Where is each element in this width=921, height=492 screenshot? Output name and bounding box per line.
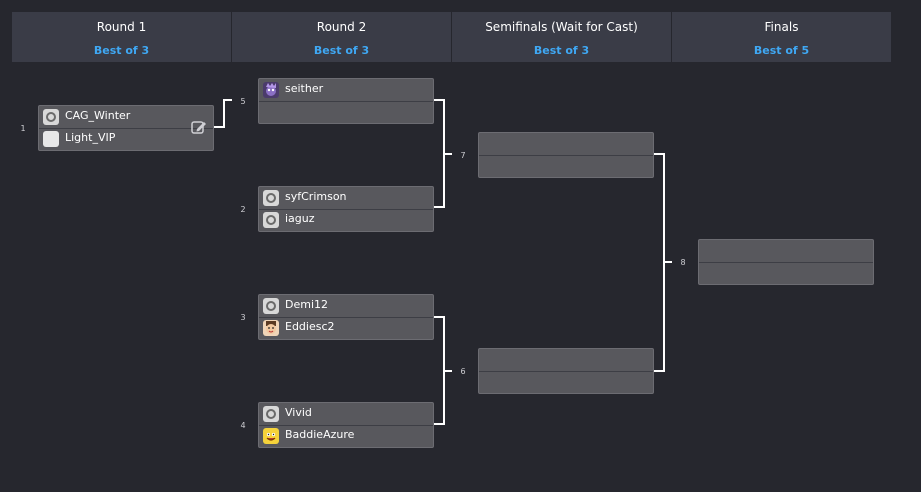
match-2[interactable]: syfCrimson iaguz	[258, 186, 434, 232]
match-slot-bottom[interactable]: Eddiesc2	[259, 317, 433, 339]
match-slot-top[interactable]	[699, 240, 873, 263]
match-slot-top[interactable]: syfCrimson	[259, 187, 433, 210]
default-avatar-icon	[43, 109, 59, 125]
player-avatar-icon	[263, 428, 279, 444]
round-best-of: Best of 3	[313, 44, 370, 57]
edit-icon[interactable]	[191, 119, 207, 135]
match-1[interactable]: CAG_Winter Light_VIP	[38, 105, 214, 151]
match-slot-top[interactable]	[479, 349, 653, 372]
player-name: syfCrimson	[285, 190, 347, 203]
match-slot-bottom[interactable]: BaddieAzure	[259, 425, 433, 447]
match-slot-bottom[interactable]	[259, 101, 433, 123]
match-number: 4	[240, 421, 246, 430]
match-4[interactable]: Vivid BaddieAzure	[258, 402, 434, 448]
match-number: 1	[20, 124, 26, 133]
match-slot-bottom[interactable]	[479, 371, 653, 393]
player-name: CAG_Winter	[65, 109, 131, 122]
round-header-3: Semifinals (Wait for Cast) Best of 3	[452, 12, 671, 62]
player-name: Eddiesc2	[285, 320, 335, 333]
player-avatar-icon	[263, 82, 279, 98]
match-number: 5	[240, 97, 246, 106]
connector-m7-m6	[654, 153, 665, 372]
match-slot-top[interactable]: Demi12	[259, 295, 433, 318]
connector-m1-m5	[214, 99, 232, 128]
match-5[interactable]: seither	[258, 78, 434, 124]
match-slot-bottom[interactable]: Light_VIP	[39, 128, 213, 150]
round-title: Round 2	[316, 20, 367, 34]
player-name: Vivid	[285, 406, 312, 419]
round-best-of: Best of 5	[753, 44, 810, 57]
round-header-2: Round 2 Best of 3	[232, 12, 451, 62]
match-slot-top[interactable]	[479, 133, 653, 156]
match-number: 3	[240, 313, 246, 322]
round-header-4: Finals Best of 5	[672, 12, 891, 62]
match-number: 7	[460, 151, 466, 160]
default-avatar-icon	[263, 406, 279, 422]
match-8[interactable]	[698, 239, 874, 285]
player-name: Demi12	[285, 298, 329, 311]
round-title: Finals	[764, 20, 799, 34]
match-number: 8	[680, 258, 686, 267]
player-avatar-icon	[43, 131, 59, 147]
match-7[interactable]	[478, 132, 654, 178]
match-number: 6	[460, 367, 466, 376]
match-slot-top[interactable]: seither	[259, 79, 433, 102]
match-slot-bottom[interactable]	[699, 262, 873, 284]
round-header-1: Round 1 Best of 3	[12, 12, 231, 62]
default-avatar-icon	[263, 212, 279, 228]
default-avatar-icon	[263, 190, 279, 206]
match-6[interactable]	[478, 348, 654, 394]
round-best-of: Best of 3	[93, 44, 150, 57]
match-slot-top[interactable]: CAG_Winter	[39, 106, 213, 129]
connector-m5-m2	[434, 99, 445, 208]
match-slot-bottom[interactable]	[479, 155, 653, 177]
match-3[interactable]: Demi12 Eddiesc2	[258, 294, 434, 340]
connector-m3-m4	[434, 316, 445, 425]
default-avatar-icon	[263, 298, 279, 314]
round-best-of: Best of 3	[533, 44, 590, 57]
match-slot-top[interactable]: Vivid	[259, 403, 433, 426]
player-name: Light_VIP	[65, 131, 116, 144]
match-number: 2	[240, 205, 246, 214]
round-title: Semifinals (Wait for Cast)	[485, 20, 638, 34]
round-title: Round 1	[96, 20, 147, 34]
player-avatar-icon	[263, 320, 279, 336]
player-name: seither	[285, 82, 324, 95]
match-slot-bottom[interactable]: iaguz	[259, 209, 433, 231]
player-name: iaguz	[285, 212, 315, 225]
player-name: BaddieAzure	[285, 428, 355, 441]
